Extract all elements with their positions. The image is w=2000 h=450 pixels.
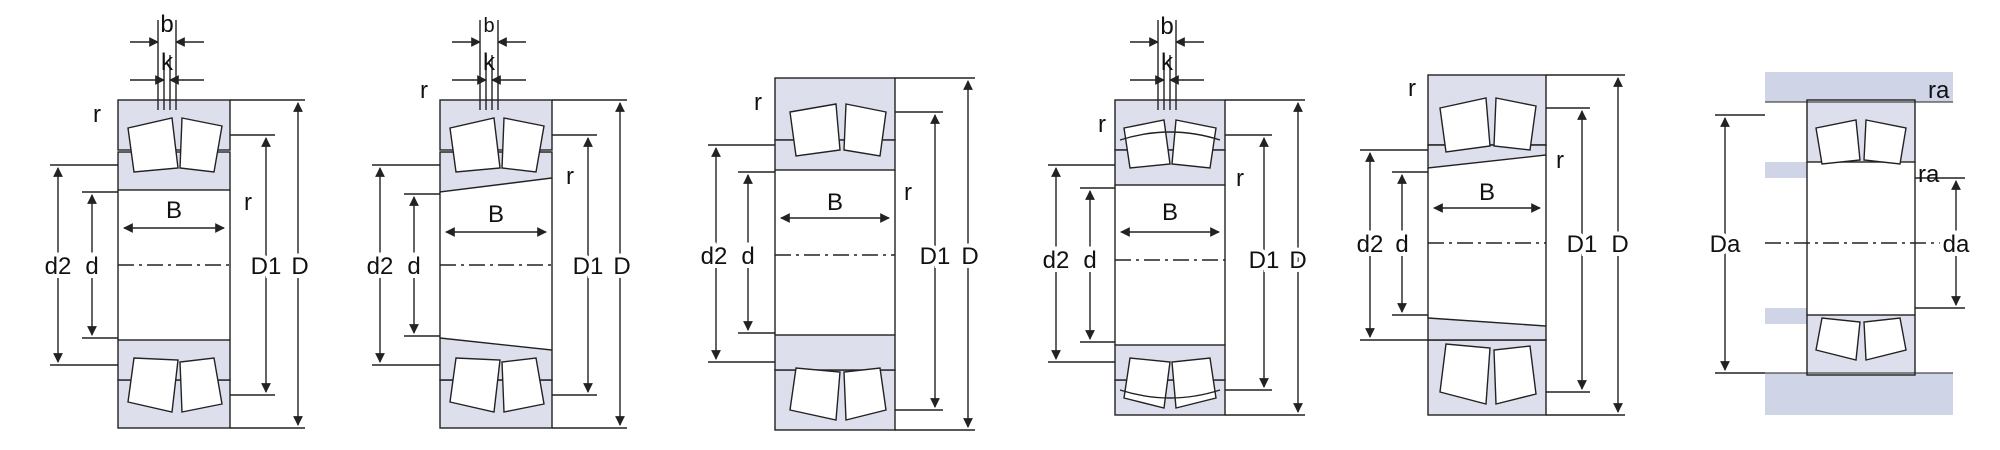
roller-top-left	[1815, 119, 1861, 165]
label-r-top: r	[93, 101, 101, 128]
roller-top-left	[1439, 97, 1491, 153]
roller-bottom-left	[789, 367, 841, 421]
inner-ring-bottom	[774, 334, 896, 371]
label-B: B	[827, 189, 843, 216]
label-B: B	[488, 201, 504, 228]
label-D1: D1	[573, 253, 604, 280]
label-d: d	[741, 243, 754, 270]
label-ra-top: ra	[1928, 77, 1950, 104]
label-r-top: r	[420, 77, 428, 104]
cage-bottom	[1119, 389, 1221, 399]
bearing-drawing-2	[372, 20, 627, 429]
label-D: D	[291, 253, 308, 280]
label-d: d	[1395, 231, 1408, 258]
roller-top-right	[1171, 119, 1217, 169]
label-r-top: r	[1408, 75, 1416, 102]
label-D1: D1	[1249, 247, 1280, 274]
roller-bottom-right	[1493, 345, 1537, 405]
label-d: d	[85, 253, 98, 280]
label-d: d	[407, 253, 420, 280]
roller-top-left	[789, 103, 841, 157]
label-r-right: r	[244, 189, 252, 216]
roller-bottom-left	[127, 357, 179, 413]
roller-top-right	[843, 103, 887, 157]
roller-top-right	[501, 117, 545, 173]
shaft-shoulder-bottom	[1765, 308, 1807, 324]
bearing-drawing-1	[50, 20, 305, 429]
label-b: b	[1160, 13, 1173, 40]
label-r-top: r	[754, 89, 762, 116]
inner-ring-bottom	[1427, 317, 1547, 341]
housing-top	[1765, 72, 1953, 102]
label-b: b	[160, 11, 173, 38]
label-r-right: r	[566, 163, 574, 190]
housing-bottom	[1765, 373, 1953, 415]
roller-top-left	[1123, 119, 1171, 169]
roller-top-right	[179, 117, 223, 173]
label-b: b	[483, 15, 494, 37]
roller-bottom-right	[501, 357, 545, 413]
roller-bottom-right	[1171, 357, 1217, 409]
label-r-right: r	[1556, 147, 1564, 174]
roller-bottom-left	[449, 357, 501, 413]
cage-top	[1119, 131, 1221, 141]
label-d: d	[1083, 247, 1096, 274]
label-D: D	[1289, 247, 1306, 274]
roller-top-left	[449, 117, 501, 173]
abutment-drawing	[1715, 72, 1965, 415]
label-D1: D1	[251, 253, 282, 280]
label-k: k	[161, 49, 174, 76]
roller-bottom-left	[1439, 343, 1491, 405]
label-B: B	[1479, 179, 1495, 206]
label-r-top: r	[1098, 111, 1106, 138]
label-D: D	[613, 253, 630, 280]
label-ra-mid: ra	[1918, 161, 1940, 188]
label-D: D	[1611, 231, 1628, 258]
label-k: k	[483, 49, 496, 76]
shaft-shoulder-top	[1765, 162, 1807, 178]
label-B: B	[1162, 199, 1178, 226]
label-D: D	[961, 243, 978, 270]
label-d2: d2	[45, 253, 72, 280]
label-D1: D1	[1567, 231, 1598, 258]
roller-top-left	[127, 117, 179, 173]
label-d2: d2	[1357, 231, 1384, 258]
label-d2: d2	[701, 243, 728, 270]
roller-bottom-right	[179, 357, 223, 413]
roller-top-right	[1863, 119, 1907, 165]
label-k: k	[1161, 49, 1174, 76]
label-D1: D1	[920, 243, 951, 270]
roller-bottom-left	[1815, 317, 1861, 361]
label-r-right: r	[904, 179, 912, 206]
bearing-drawing-3	[708, 77, 975, 431]
label-d2: d2	[367, 253, 394, 280]
label-B: B	[166, 197, 182, 224]
bearing-drawing-5	[1360, 74, 1625, 416]
label-r-right: r	[1236, 165, 1244, 192]
label-Da: Da	[1710, 231, 1741, 258]
roller-bottom-left	[1123, 357, 1171, 409]
roller-bottom-right	[1863, 317, 1907, 361]
label-d2: d2	[1043, 247, 1070, 274]
label-da: da	[1943, 231, 1970, 258]
roller-bottom-right	[843, 367, 887, 421]
roller-top-right	[1493, 97, 1537, 151]
bearing-drawing-4	[1048, 20, 1305, 416]
